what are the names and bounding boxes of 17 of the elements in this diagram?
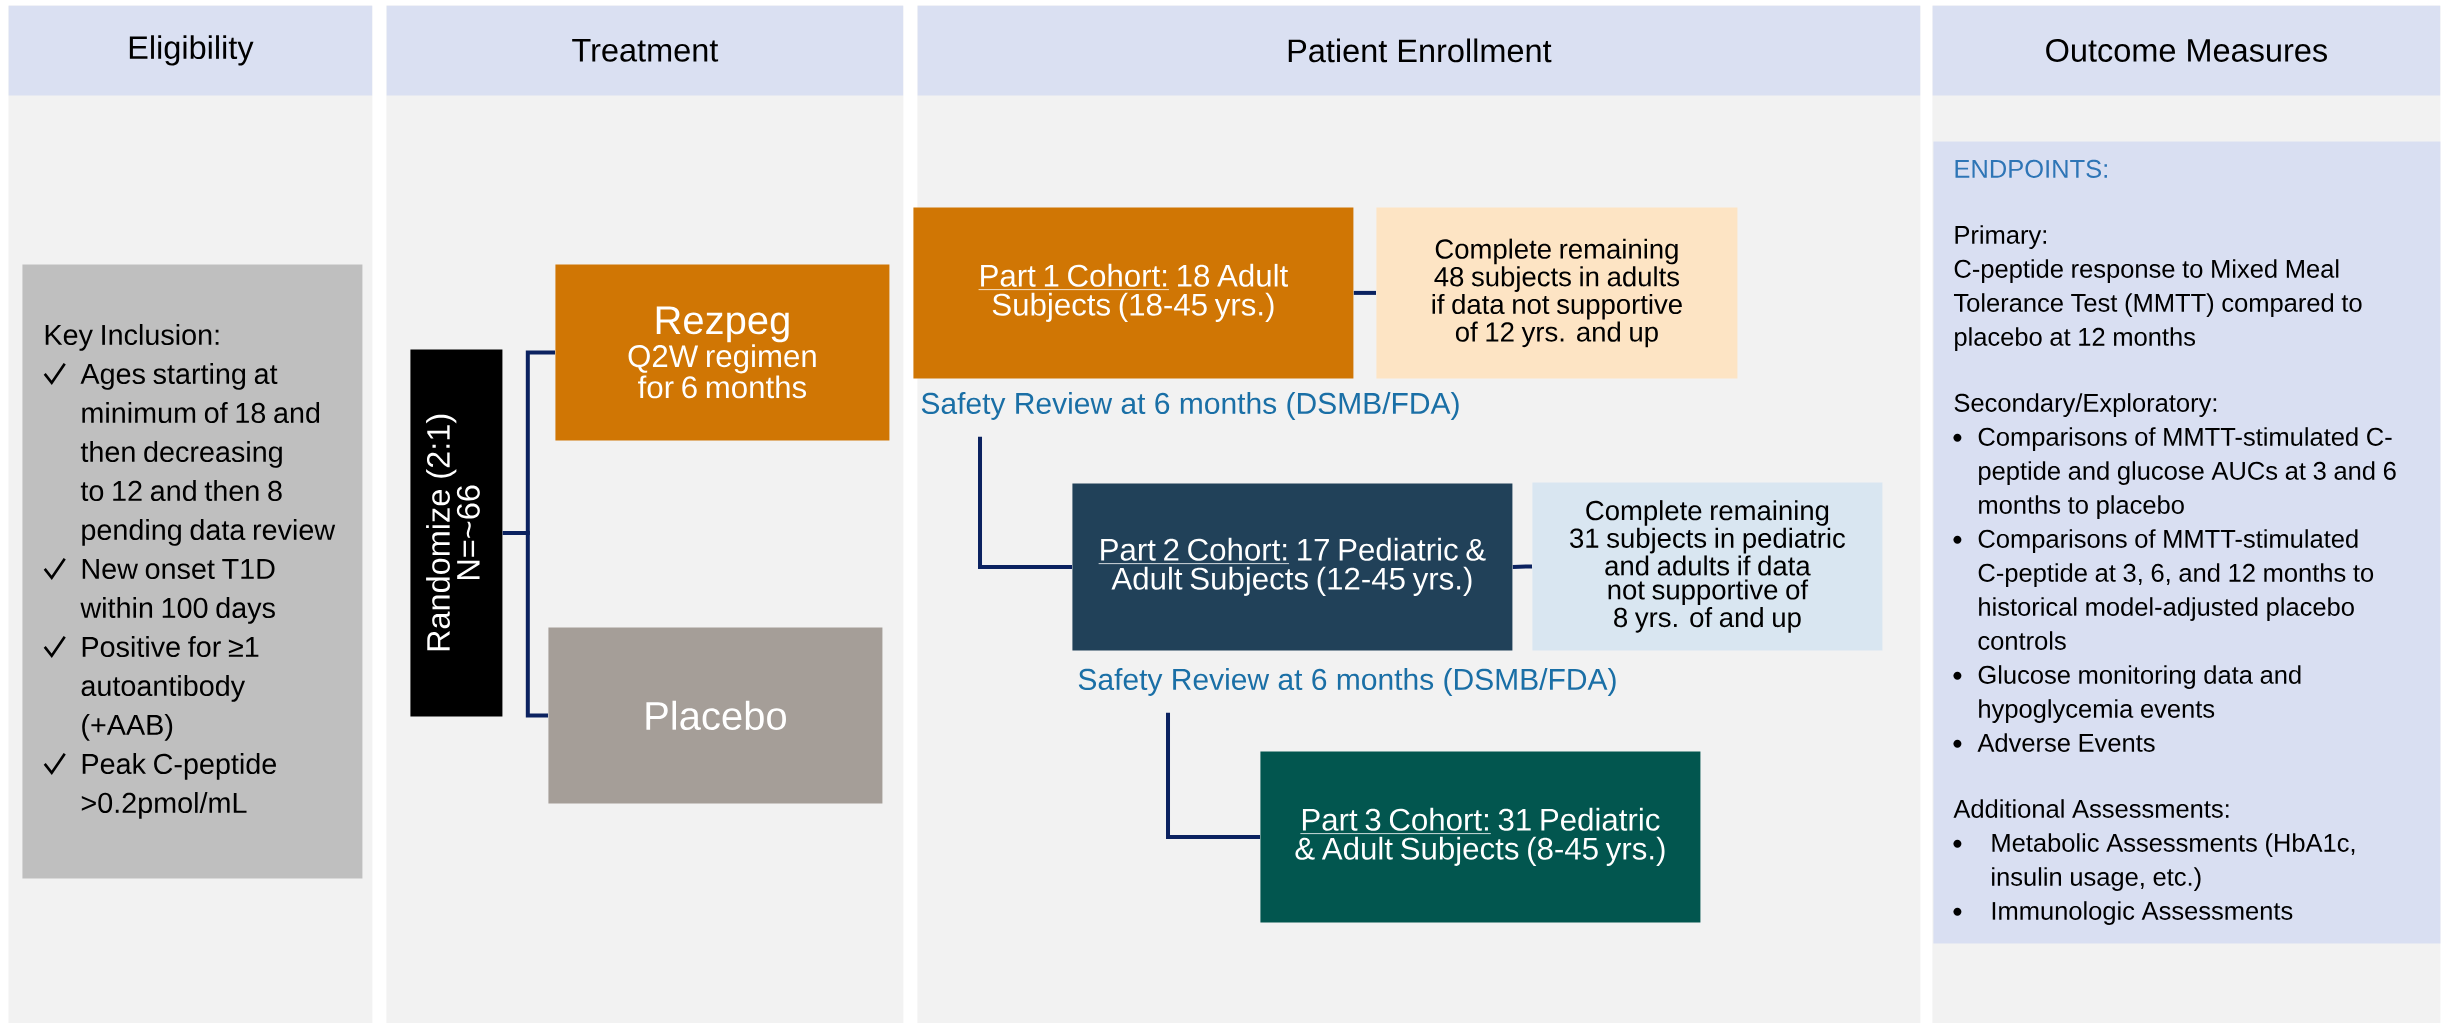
note-box: Complete remaining 48 subjects in adults if data not supportive of 12 yrs. and up [1376, 207, 1738, 379]
treatment-box: Placebo [548, 627, 883, 804]
connector-line [1353, 290, 1376, 295]
note-box: Complete remaining 31 subjects in pediatric and adults if data not supportive of 8 yrs. of and up [1532, 482, 1883, 651]
cohort-box: Part 2 Cohort: 17 Pediatric & Adult Subjects (12-45 yrs.) [1072, 483, 1513, 651]
cohort-box: Part 1 Cohort: 18 Adult Subjects (18-45 yrs.) [913, 207, 1354, 379]
safety-review-note: Safety Review at 6 months (DSMB/FDA) [921, 392, 1459, 420]
connector-line [1512, 564, 1533, 569]
inclusion-box: Key Inclusion: Ages starting at minimum of 18 and then decreasing to 12 and then 8 pending data review New onset T1D within 100 days Positive for ≥1 autoantibody (+AAB) Peak C-peptide >0.2pmol/mL [22, 264, 363, 879]
connector-line [502, 530, 548, 718]
connector-line [1166, 712, 1260, 839]
cohort-box: Part 3 Cohort: 31 Pediatric & Adult Subjects (8-45 yrs.) [1260, 751, 1701, 923]
endpoints-box: ENDPOINTS: Primary: C-peptide response to Mixed Meal Tolerance Test (MMTT) compared to placebo at 12 months Secondary/Exploratory: Comparisons of MMTT-stimulated C-peptide and glucose AUCs at 3 and 6 months to placebo Comparisons of MMTT-stimulated C-peptide at 3, 6, and 12 months to historical model-adjusted placebo controls Glucose monitoring data and hypoglycemia events Adverse Events Additional Assessments: Metabolic Assessments (HbA1c, insulin usage, etc.) Immunologic Assessments [1933, 141, 2441, 944]
connector-line [978, 436, 1072, 569]
safety-review-note: Safety Review at 6 months (DSMB/FDA) [1078, 668, 1616, 696]
randomize-box: Randomize (2:1) N=~66 [410, 349, 503, 717]
treatment-box: Rezpeg Q2W regimen for 6 months [555, 264, 890, 441]
